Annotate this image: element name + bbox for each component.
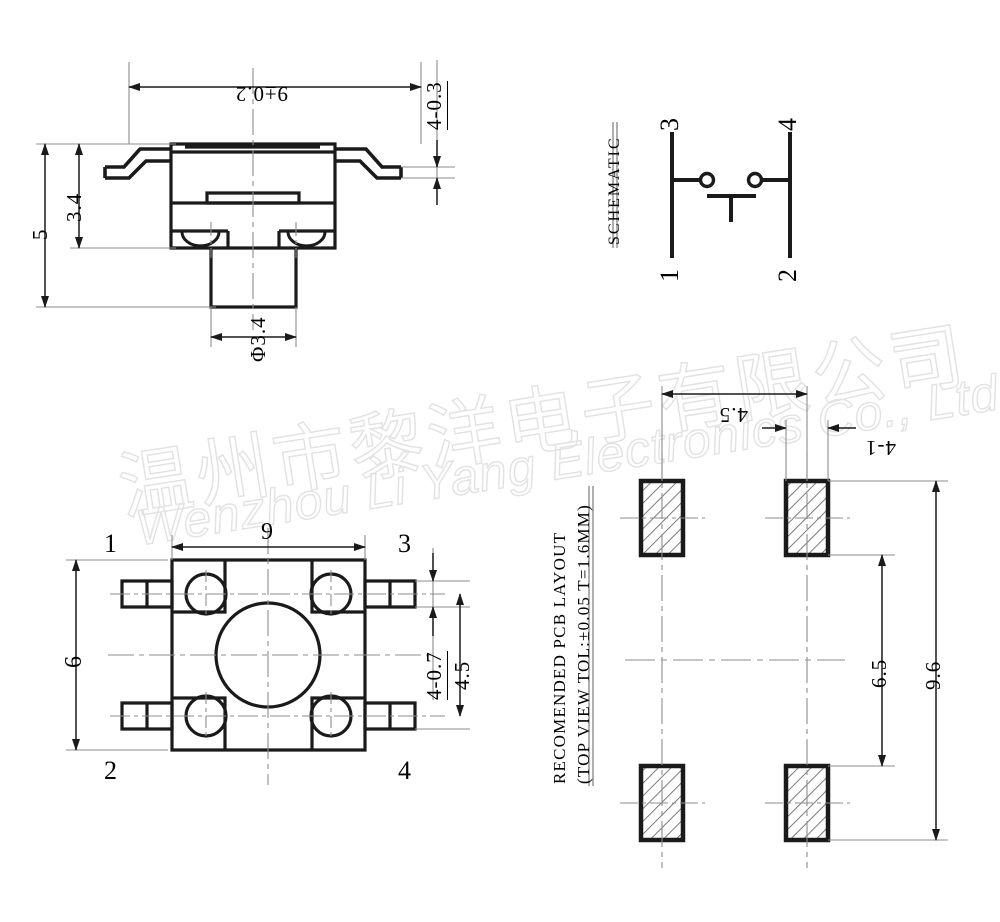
- dim-label-top-height-6: 6: [61, 655, 87, 668]
- schematic-pin-3: 3: [655, 118, 684, 131]
- top-view-pin-2: 2: [104, 756, 117, 785]
- dim-label-terminal-width-text: 4-0.7: [422, 651, 448, 700]
- dim-label-top-width-9: 9: [261, 519, 274, 545]
- pcb-layout-title-line1: RECOMENDED PCB LAYOUT: [550, 531, 569, 784]
- dim-label-boss-diameter: Φ3.4: [246, 316, 270, 362]
- top-view-pin-4: 4: [398, 756, 411, 785]
- dim-label-terminal-width: 4-0.7: [422, 651, 448, 700]
- dim-label-lead-thickness: 4-0.3: [422, 81, 448, 130]
- schematic-geometry: [670, 132, 792, 258]
- schematic-pin-1: 1: [655, 269, 684, 282]
- dim-label-pad-pitch-x: 4.5: [718, 403, 748, 427]
- schematic-pin-4: 4: [773, 118, 802, 131]
- top-view-geometry: [120, 558, 417, 752]
- schematic-title-rule: [612, 122, 618, 248]
- pcb-layout-title-line2: (TOP VIEW TOL:±0.05 T=1.6MM): [574, 504, 593, 784]
- contact-dot-right: [746, 171, 764, 189]
- dim-label-height-5: 5: [28, 228, 52, 241]
- dim-label-pad-span-y: 9.6: [921, 660, 945, 690]
- schematic-contacts: [698, 171, 764, 189]
- schematic-title: SCHEMATIC: [606, 136, 623, 245]
- top-view-pin-1: 1: [104, 529, 117, 558]
- dim-label-height-3p4: 3.4: [62, 192, 86, 222]
- contact-dot-left: [698, 171, 716, 189]
- schematic-pin-2: 2: [773, 269, 802, 282]
- dim-label-pad-pitch-y: 6.5: [867, 658, 891, 688]
- dim-label-lead-thickness-text: 4-0.3: [422, 81, 448, 130]
- dim-label-pad-width: 4-1: [865, 436, 896, 460]
- dim-label-width-9: 9±0.2: [234, 82, 288, 106]
- dim-label-terminal-span: 4.5: [450, 660, 474, 690]
- pcb-title-rule: [588, 486, 594, 786]
- top-view-pin-3: 3: [398, 529, 411, 558]
